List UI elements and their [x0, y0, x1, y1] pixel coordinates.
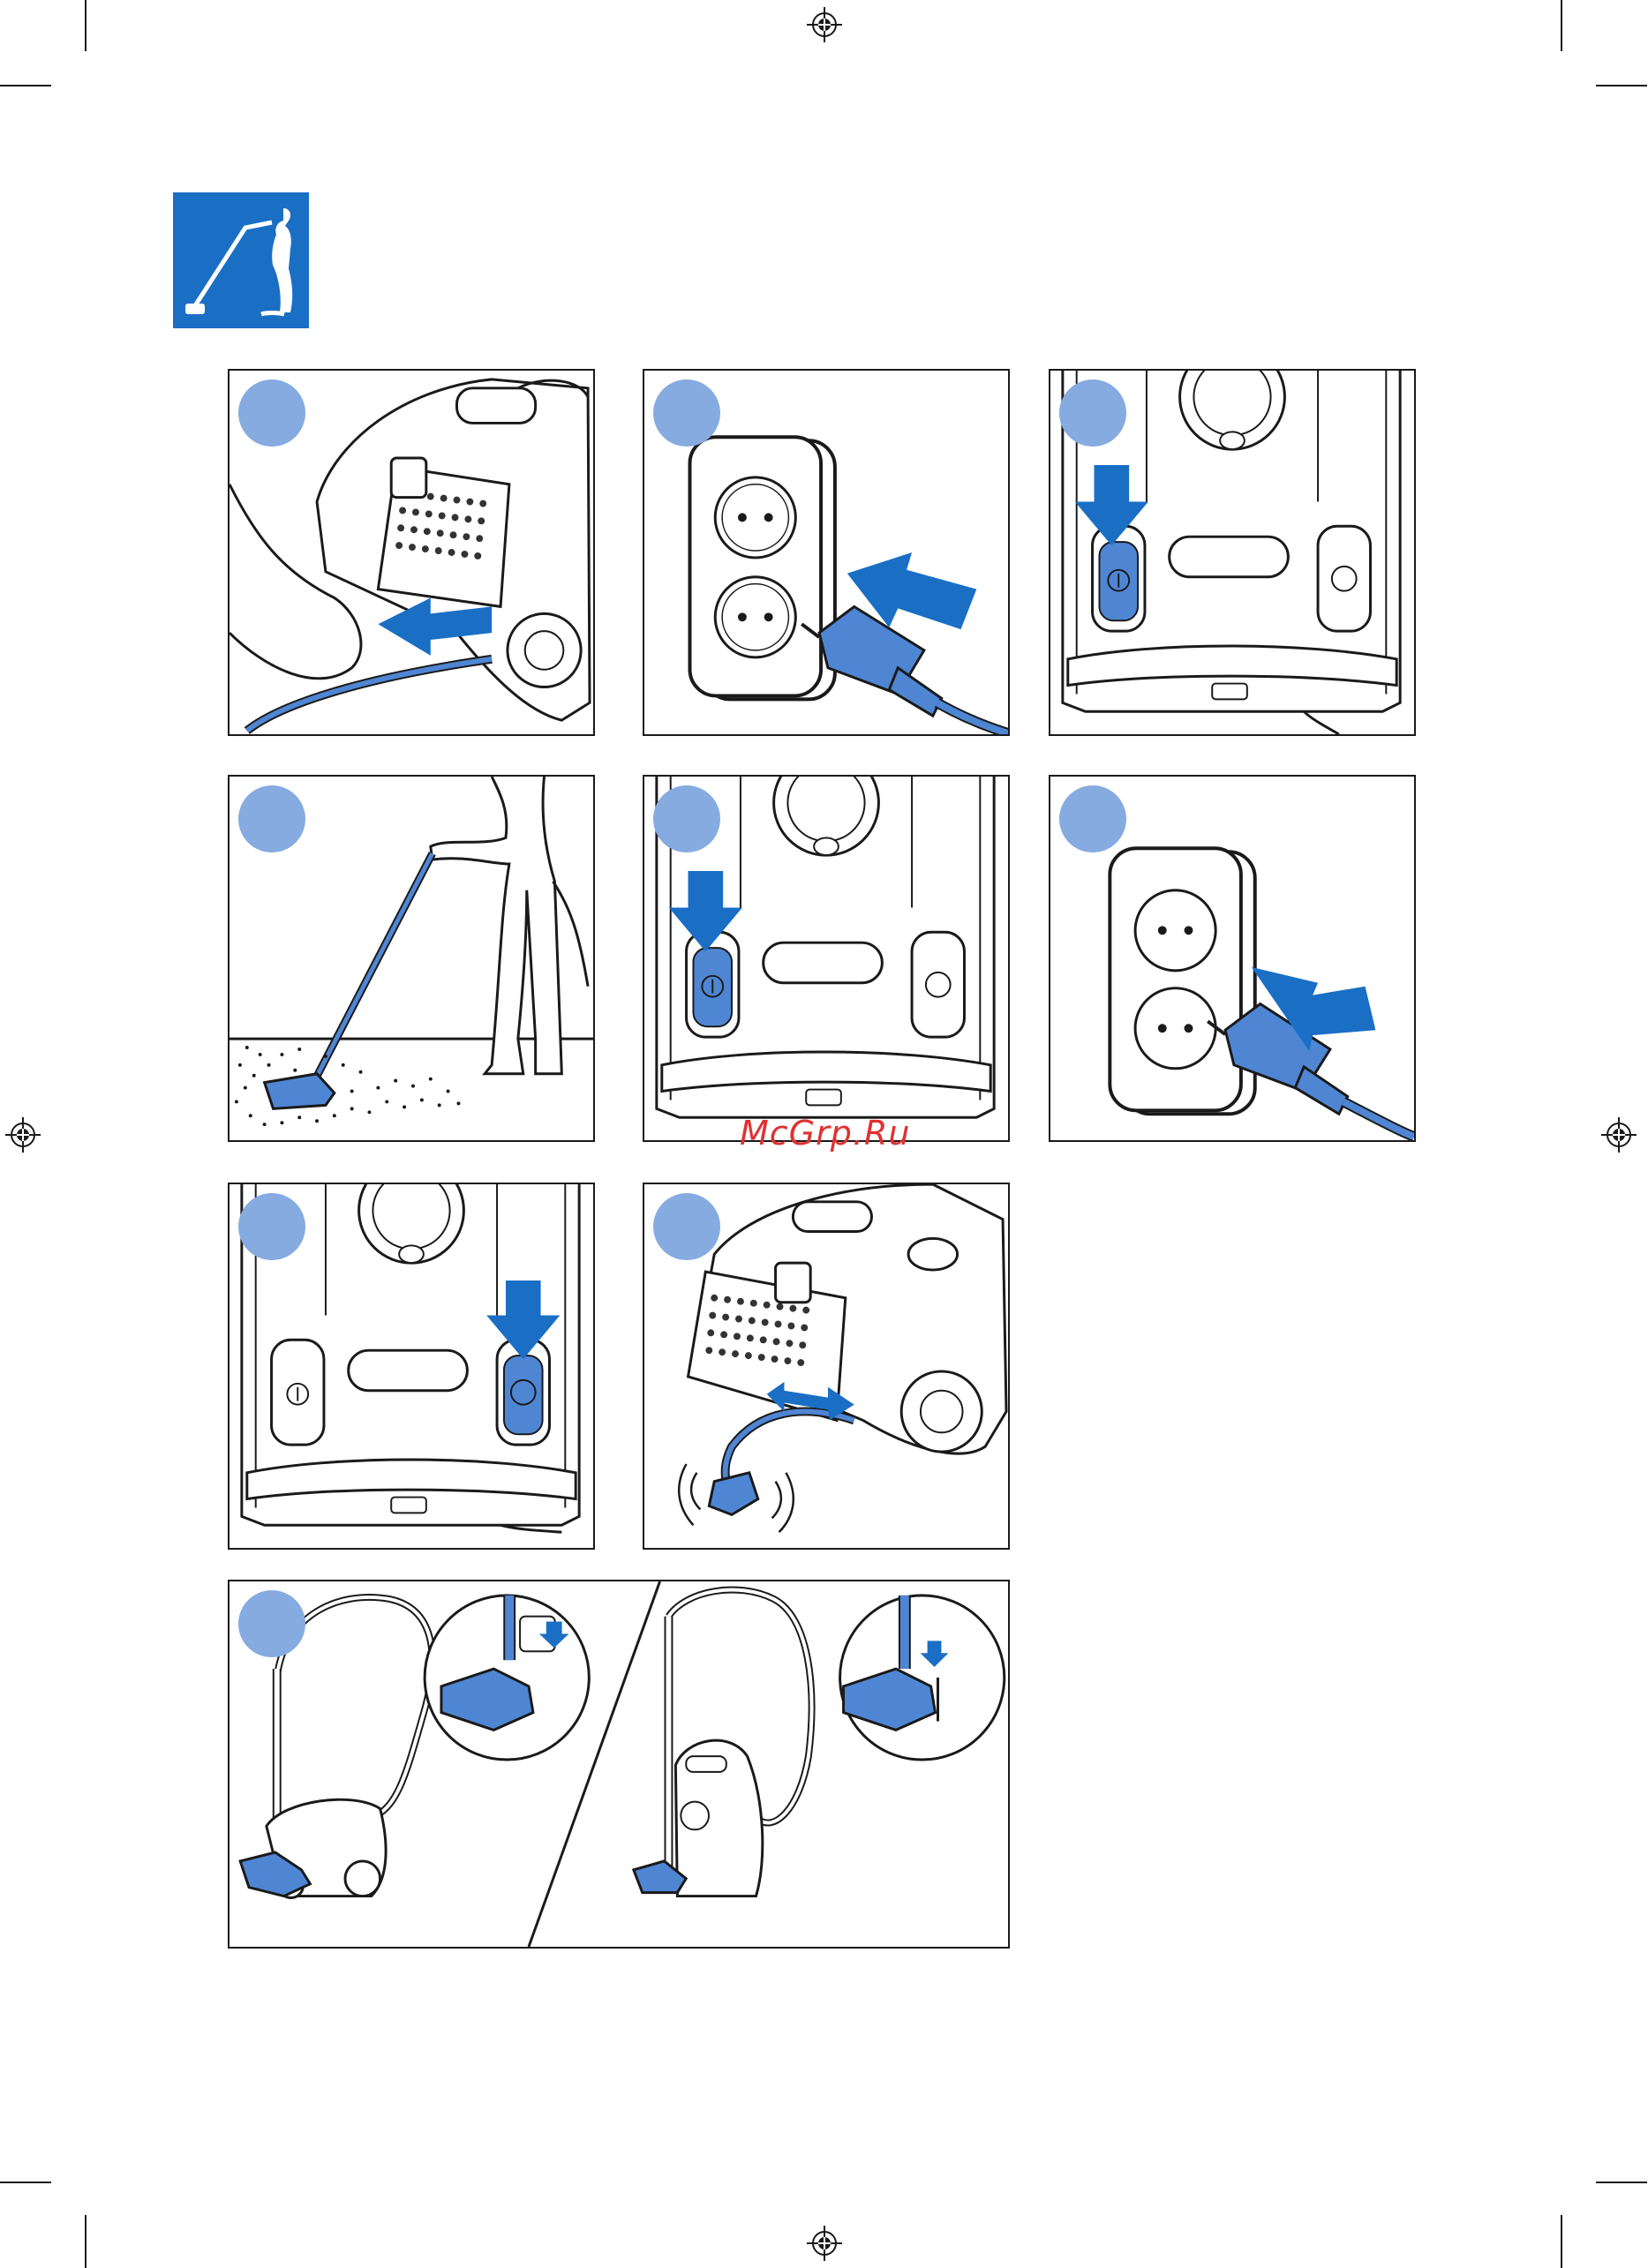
step-marker — [653, 379, 720, 447]
step-marker — [238, 1193, 305, 1260]
step-marker — [653, 785, 720, 852]
crop-mark — [1561, 2215, 1562, 2268]
step-9-panel — [228, 1580, 1010, 1949]
step-4-panel — [228, 775, 595, 1142]
watermark: McGrp.Ru — [740, 1114, 910, 1153]
crop-mark — [85, 2215, 87, 2268]
crop-mark — [1596, 2182, 1647, 2183]
crop-mark — [0, 85, 51, 86]
step-marker — [238, 785, 305, 852]
step-3-panel — [1049, 369, 1416, 736]
step-8-panel — [643, 1183, 1010, 1550]
crop-mark — [85, 0, 87, 51]
registration-mark-icon — [807, 2226, 842, 2261]
crop-mark — [0, 2182, 51, 2183]
crop-mark — [1596, 85, 1647, 86]
step-1-panel — [228, 369, 595, 736]
registration-mark-icon — [807, 7, 842, 42]
step-5-panel — [643, 775, 1010, 1142]
registration-mark-icon — [5, 1117, 41, 1153]
step-2-panel — [643, 369, 1010, 736]
vacuum-user-icon — [173, 192, 309, 328]
step-marker — [653, 1193, 720, 1260]
crop-mark — [1561, 0, 1562, 51]
step-marker — [238, 379, 305, 447]
storage-positions-illustration — [230, 1581, 1008, 1947]
registration-mark-icon — [1601, 1117, 1637, 1153]
step-marker — [1059, 379, 1126, 447]
step-marker — [1059, 785, 1126, 852]
step-6-panel — [1049, 775, 1416, 1142]
step-marker — [238, 1590, 305, 1657]
step-7-panel — [228, 1183, 595, 1550]
